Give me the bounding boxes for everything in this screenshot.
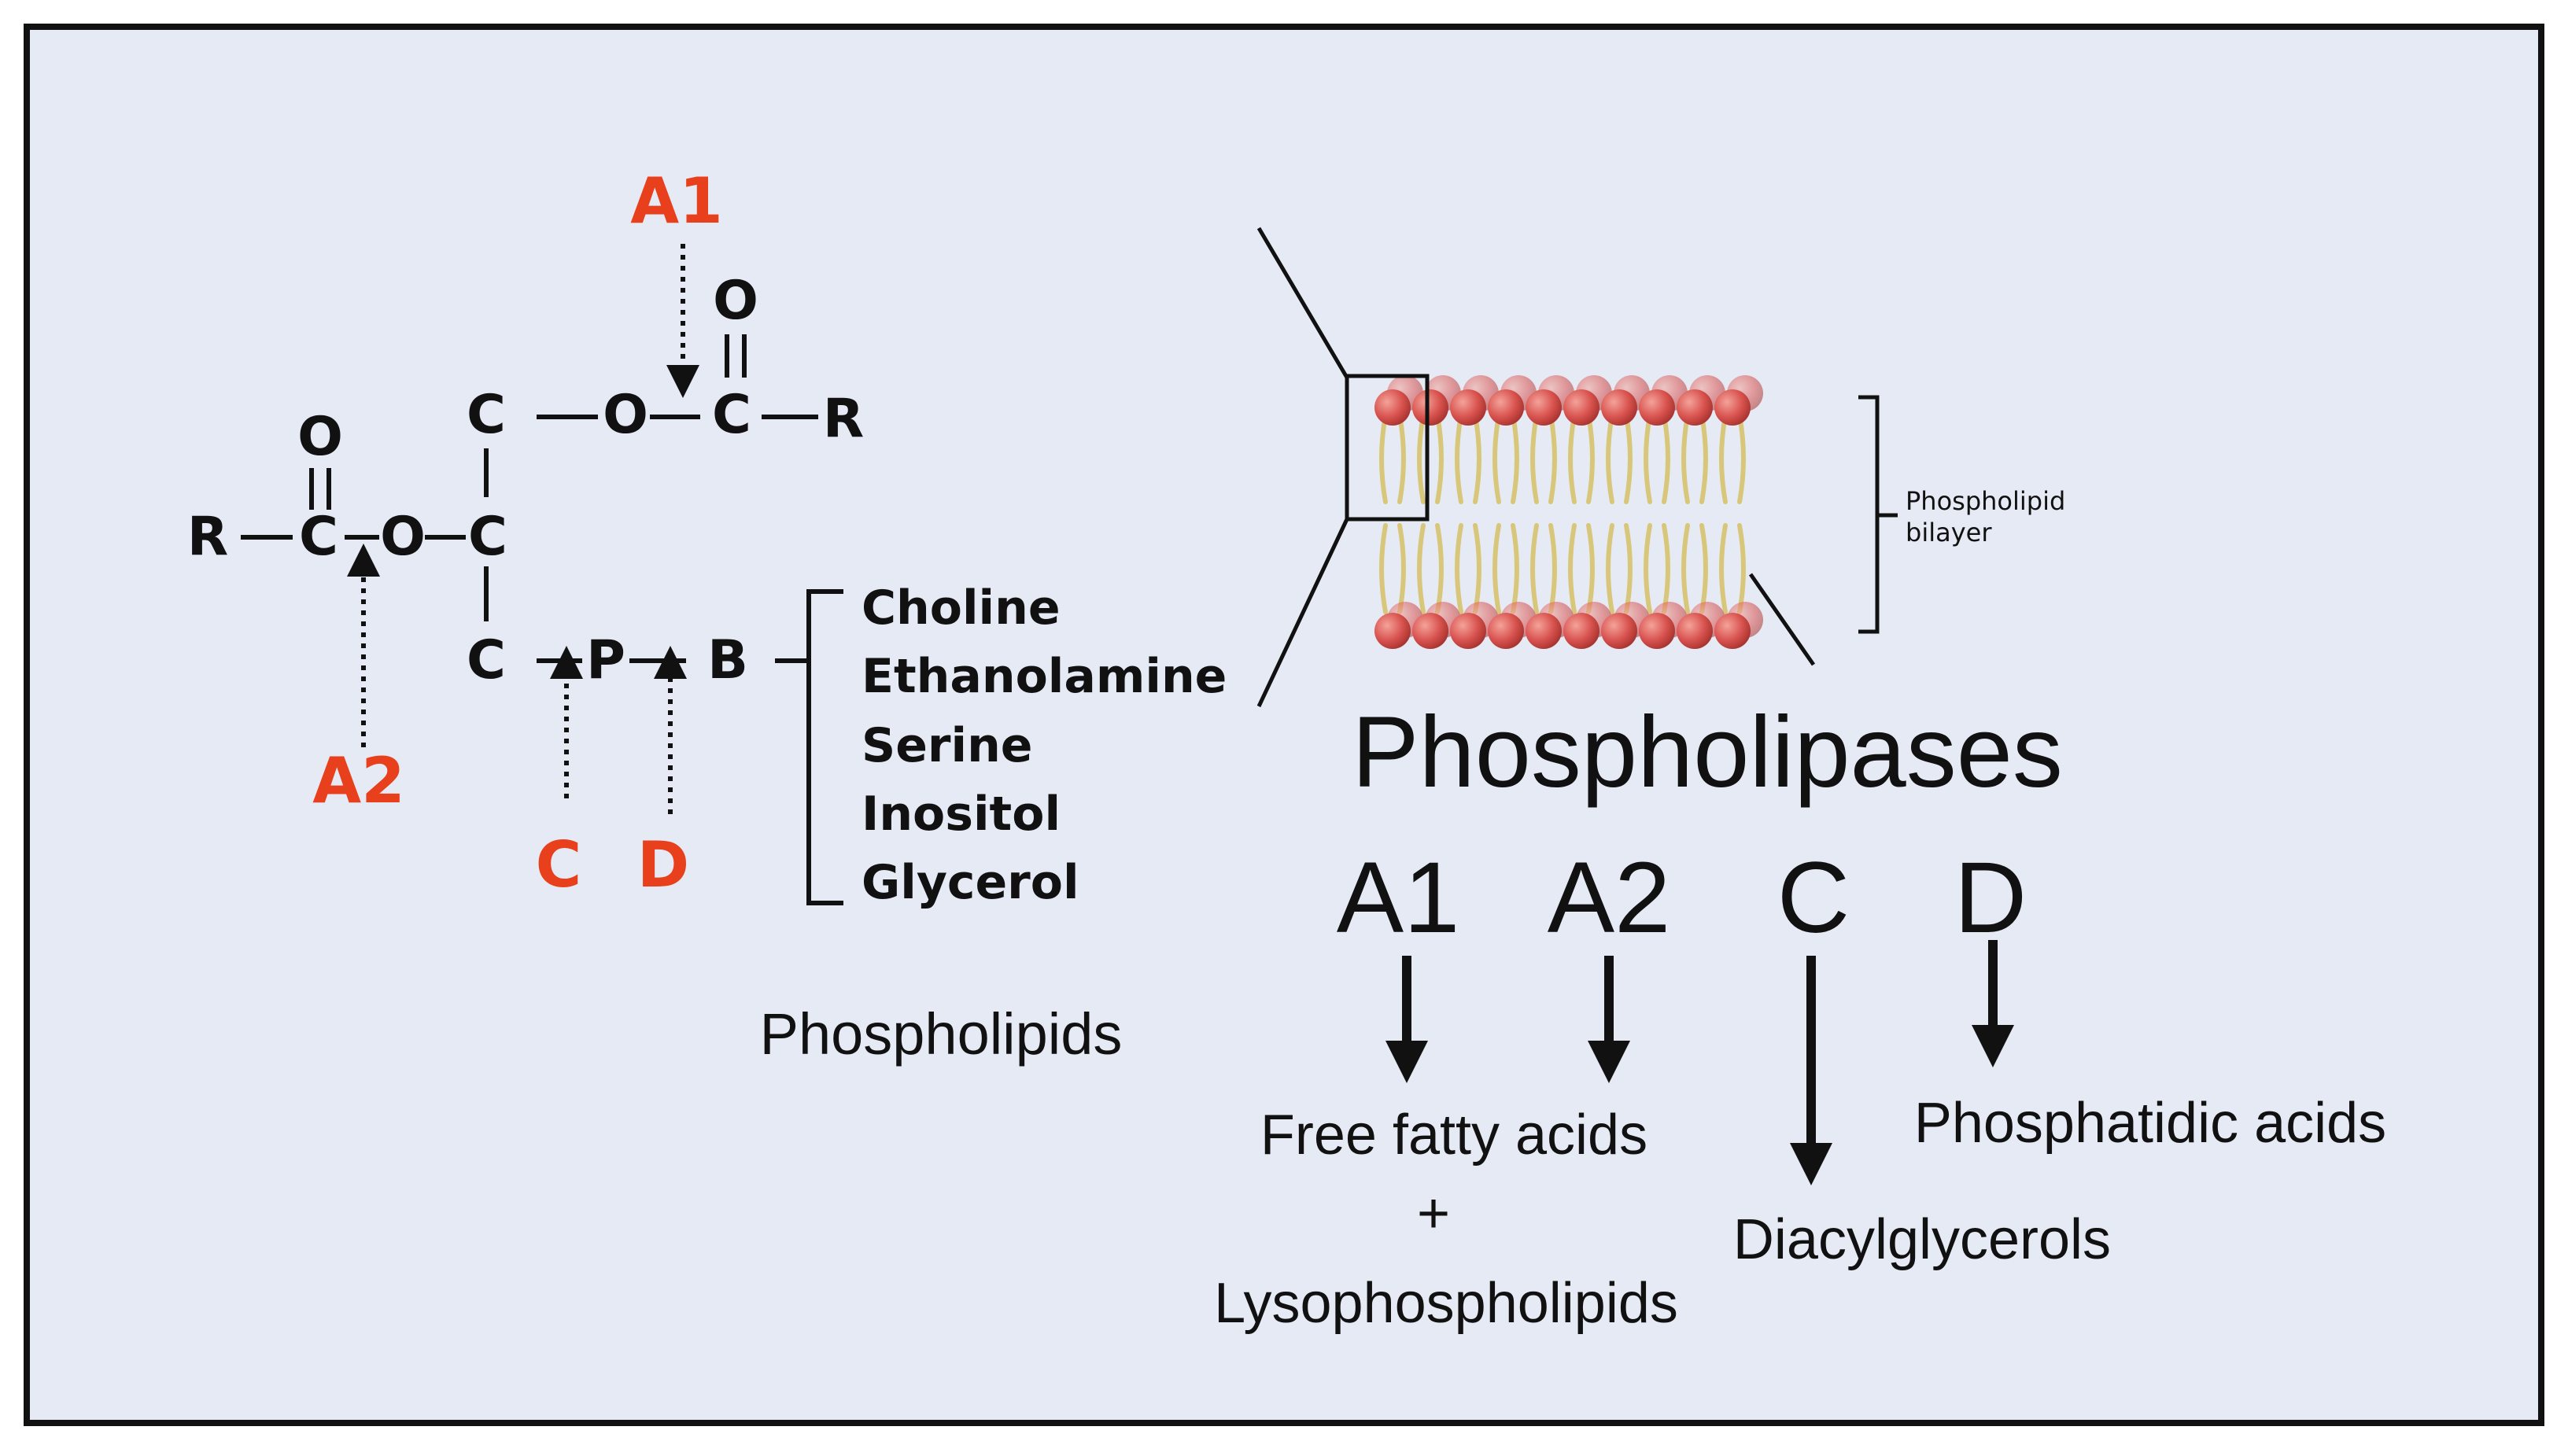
- diagram-panel: [24, 24, 2544, 1426]
- lipid-head: [1488, 389, 1524, 426]
- lipid-head: [1677, 389, 1713, 426]
- bilayer-label-line1: Phospholipid: [1906, 486, 2065, 516]
- phospholipid-structure: O C O C R O R C O C C P B Choline Ethano…: [187, 164, 1227, 1067]
- product-arrows: [1385, 940, 2014, 1185]
- enzyme-label-a1: A1: [1337, 842, 1460, 954]
- lipid-head: [1450, 389, 1486, 426]
- zoom-lines: [1256, 227, 1816, 708]
- lipid-tails: [1719, 413, 1746, 614]
- head-group-serine: Serine: [862, 718, 1032, 773]
- atom-c2: C: [468, 506, 507, 568]
- enzyme-label-c: C: [1777, 842, 1850, 954]
- lipid-head: [1563, 389, 1599, 426]
- lipid-tails: [1455, 413, 1481, 614]
- product-lysophospholipids: Lysophospholipids: [1214, 1272, 1678, 1335]
- atom-o-ester2: O: [380, 506, 426, 568]
- products: Free fatty acids + Lysophospholipids Dia…: [1214, 1092, 2386, 1335]
- lipid-head: [1526, 613, 1562, 649]
- lipid-head: [1639, 613, 1675, 649]
- atom-p: P: [586, 629, 625, 691]
- atom-c-carbonyl2: C: [299, 506, 338, 568]
- cleavage-label-a2: A2: [312, 744, 405, 817]
- lipid-head: [1374, 613, 1411, 649]
- lipid-head: [1374, 389, 1411, 426]
- product-plus: +: [1417, 1182, 1450, 1245]
- atom-c3: C: [467, 629, 506, 691]
- product-diacylglycerols: Diacylglycerols: [1733, 1208, 2111, 1271]
- atom-o-a2: O: [297, 406, 343, 468]
- head-group-list: Choline Ethanolamine Serine Inositol Gly…: [862, 581, 1227, 910]
- cleavage-label-c: C: [536, 828, 582, 901]
- product-free-fatty-acids: Free fatty acids: [1260, 1104, 1647, 1167]
- enzyme-label-a2: A2: [1548, 842, 1671, 954]
- lipid-head: [1601, 389, 1637, 426]
- cleavage-label-a1: A1: [630, 164, 723, 238]
- lipid-head: [1714, 613, 1751, 649]
- atom-c-carbonyl1: C: [712, 384, 751, 446]
- atom-r2: R: [187, 506, 228, 568]
- product-phosphatidic-acids: Phosphatidic acids: [1914, 1092, 2386, 1155]
- zoom-box: [1345, 374, 1430, 522]
- lipid-head: [1639, 389, 1675, 426]
- lipid-head: [1526, 389, 1562, 426]
- phospholipid-bilayer-illustration: Phospholipid bilayer: [1256, 227, 2065, 708]
- head-group-ethanolamine: Ethanolamine: [862, 649, 1227, 704]
- phospholipids-caption: Phospholipids: [760, 1001, 1123, 1067]
- lipid-head: [1714, 389, 1751, 426]
- membrane-layer: [1374, 375, 1763, 649]
- enzyme-labels: A1 A2 C D: [1337, 842, 2027, 954]
- bilayer-label-line2: bilayer: [1906, 518, 1992, 547]
- atom-c1: C: [467, 384, 506, 446]
- cleavage-arrows: [347, 244, 699, 814]
- cleavage-label-d: D: [637, 828, 689, 901]
- head-group-choline: Choline: [862, 581, 1061, 636]
- head-group-inositol: Inositol: [862, 787, 1061, 842]
- atom-r1: R: [823, 388, 864, 450]
- lipid-head: [1412, 389, 1448, 426]
- enzyme-label-d: D: [1954, 842, 2027, 954]
- atom-o-ester1: O: [603, 384, 648, 446]
- lipid-head: [1450, 613, 1486, 649]
- phospholipases-title: Phospholipases: [1352, 696, 2063, 809]
- lipid-head: [1563, 613, 1599, 649]
- lipid-head: [1488, 613, 1524, 649]
- lipid-head: [1601, 613, 1637, 649]
- atom-o-a1: O: [713, 270, 758, 332]
- lipid-head: [1677, 613, 1713, 649]
- lipid-head: [1412, 613, 1448, 649]
- atom-b: B: [707, 629, 748, 691]
- head-group-glycerol: Glycerol: [862, 855, 1079, 910]
